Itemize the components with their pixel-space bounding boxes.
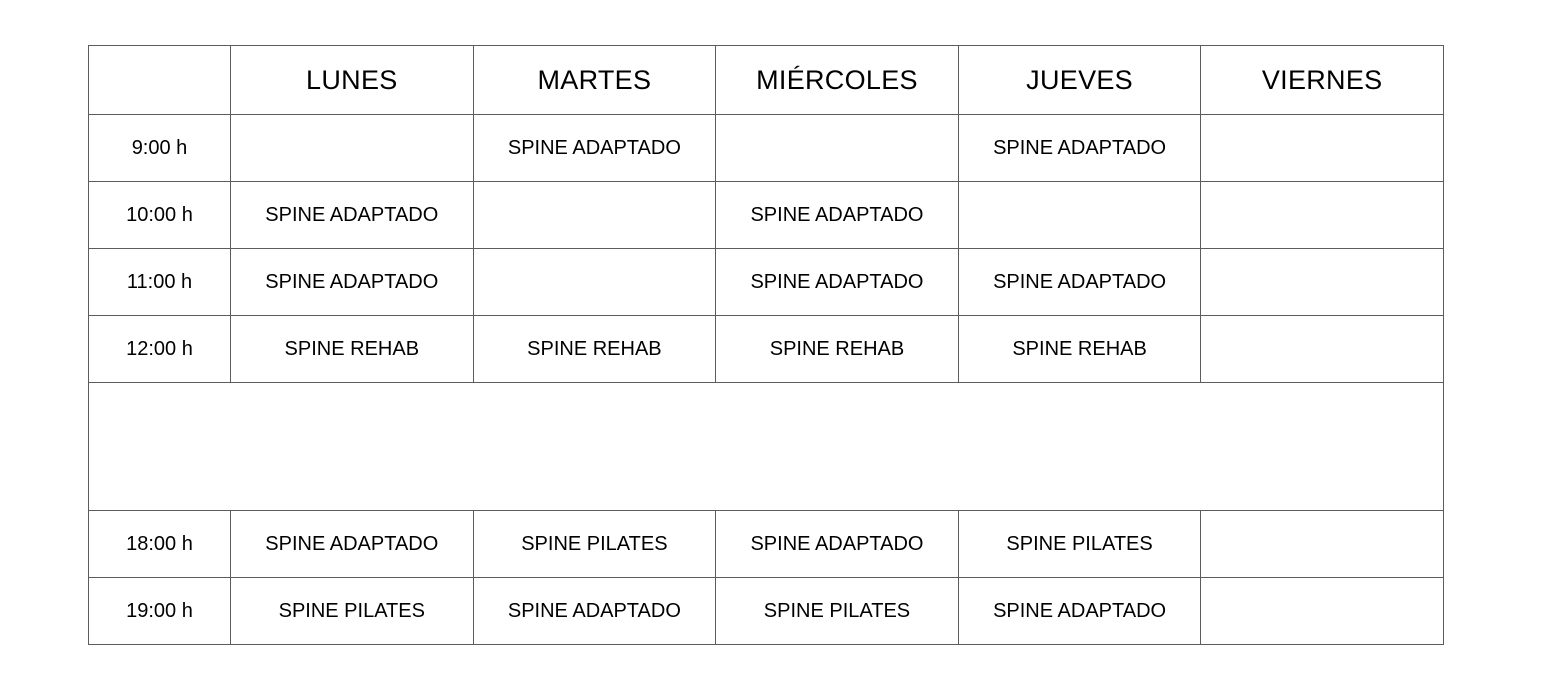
class-slot-cell[interactable]: SPINE ADAPTADO [715, 248, 959, 316]
time-label-cell: 19:00 h [88, 577, 231, 645]
class-slot-cell[interactable]: SPINE PILATES [715, 577, 959, 645]
class-slot-cell [1200, 114, 1444, 182]
class-slot-cell[interactable]: SPINE ADAPTADO [230, 248, 474, 316]
schedule-row: 9:00 h SPINE ADAPTADO SPINE ADAPTADO [88, 114, 1444, 182]
class-slot-cell[interactable]: SPINE ADAPTADO [472, 577, 717, 645]
class-slot-cell [1200, 510, 1444, 578]
time-label-cell: 10:00 h [88, 181, 231, 249]
time-label-cell: 11:00 h [88, 248, 231, 316]
day-header-miercoles: MIÉRCOLES [715, 45, 959, 115]
class-slot-cell[interactable]: SPINE PILATES [957, 510, 1202, 578]
class-slot-cell[interactable]: SPINE PILATES [472, 510, 717, 578]
class-slot-cell[interactable]: SPINE ADAPTADO [715, 181, 959, 249]
class-slot-cell[interactable]: SPINE REHAB [472, 315, 717, 383]
schedule-gap-row [88, 382, 1444, 511]
class-slot-cell[interactable]: SPINE REHAB [230, 315, 474, 383]
class-slot-cell[interactable]: SPINE ADAPTADO [230, 510, 474, 578]
class-slot-cell [1200, 181, 1444, 249]
corner-header-cell [88, 45, 231, 115]
class-slot-cell[interactable]: SPINE ADAPTADO [715, 510, 959, 578]
time-label-cell: 12:00 h [88, 315, 231, 383]
class-slot-cell[interactable]: SPINE REHAB [957, 315, 1202, 383]
class-slot-cell [472, 181, 717, 249]
class-slot-cell[interactable]: SPINE ADAPTADO [957, 577, 1202, 645]
class-slot-cell [715, 114, 959, 182]
class-slot-cell [472, 248, 717, 316]
day-header-lunes: LUNES [230, 45, 474, 115]
class-slot-cell[interactable]: SPINE PILATES [230, 577, 474, 645]
time-label-cell: 18:00 h [88, 510, 231, 578]
class-slot-cell [1200, 315, 1444, 383]
day-header-martes: MARTES [472, 45, 717, 115]
day-header-jueves: JUEVES [957, 45, 1202, 115]
class-slot-cell [957, 181, 1202, 249]
class-slot-cell[interactable]: SPINE ADAPTADO [957, 248, 1202, 316]
class-slot-cell[interactable]: SPINE REHAB [715, 315, 959, 383]
class-slot-cell[interactable]: SPINE ADAPTADO [472, 114, 717, 182]
class-slot-cell[interactable]: SPINE ADAPTADO [957, 114, 1202, 182]
class-slot-cell [230, 114, 474, 182]
midday-break-cell [88, 382, 1444, 511]
class-slot-cell [1200, 248, 1444, 316]
class-slot-cell [1200, 577, 1444, 645]
time-label-cell: 9:00 h [88, 114, 231, 182]
day-header-viernes: VIERNES [1200, 45, 1444, 115]
class-slot-cell[interactable]: SPINE ADAPTADO [230, 181, 474, 249]
